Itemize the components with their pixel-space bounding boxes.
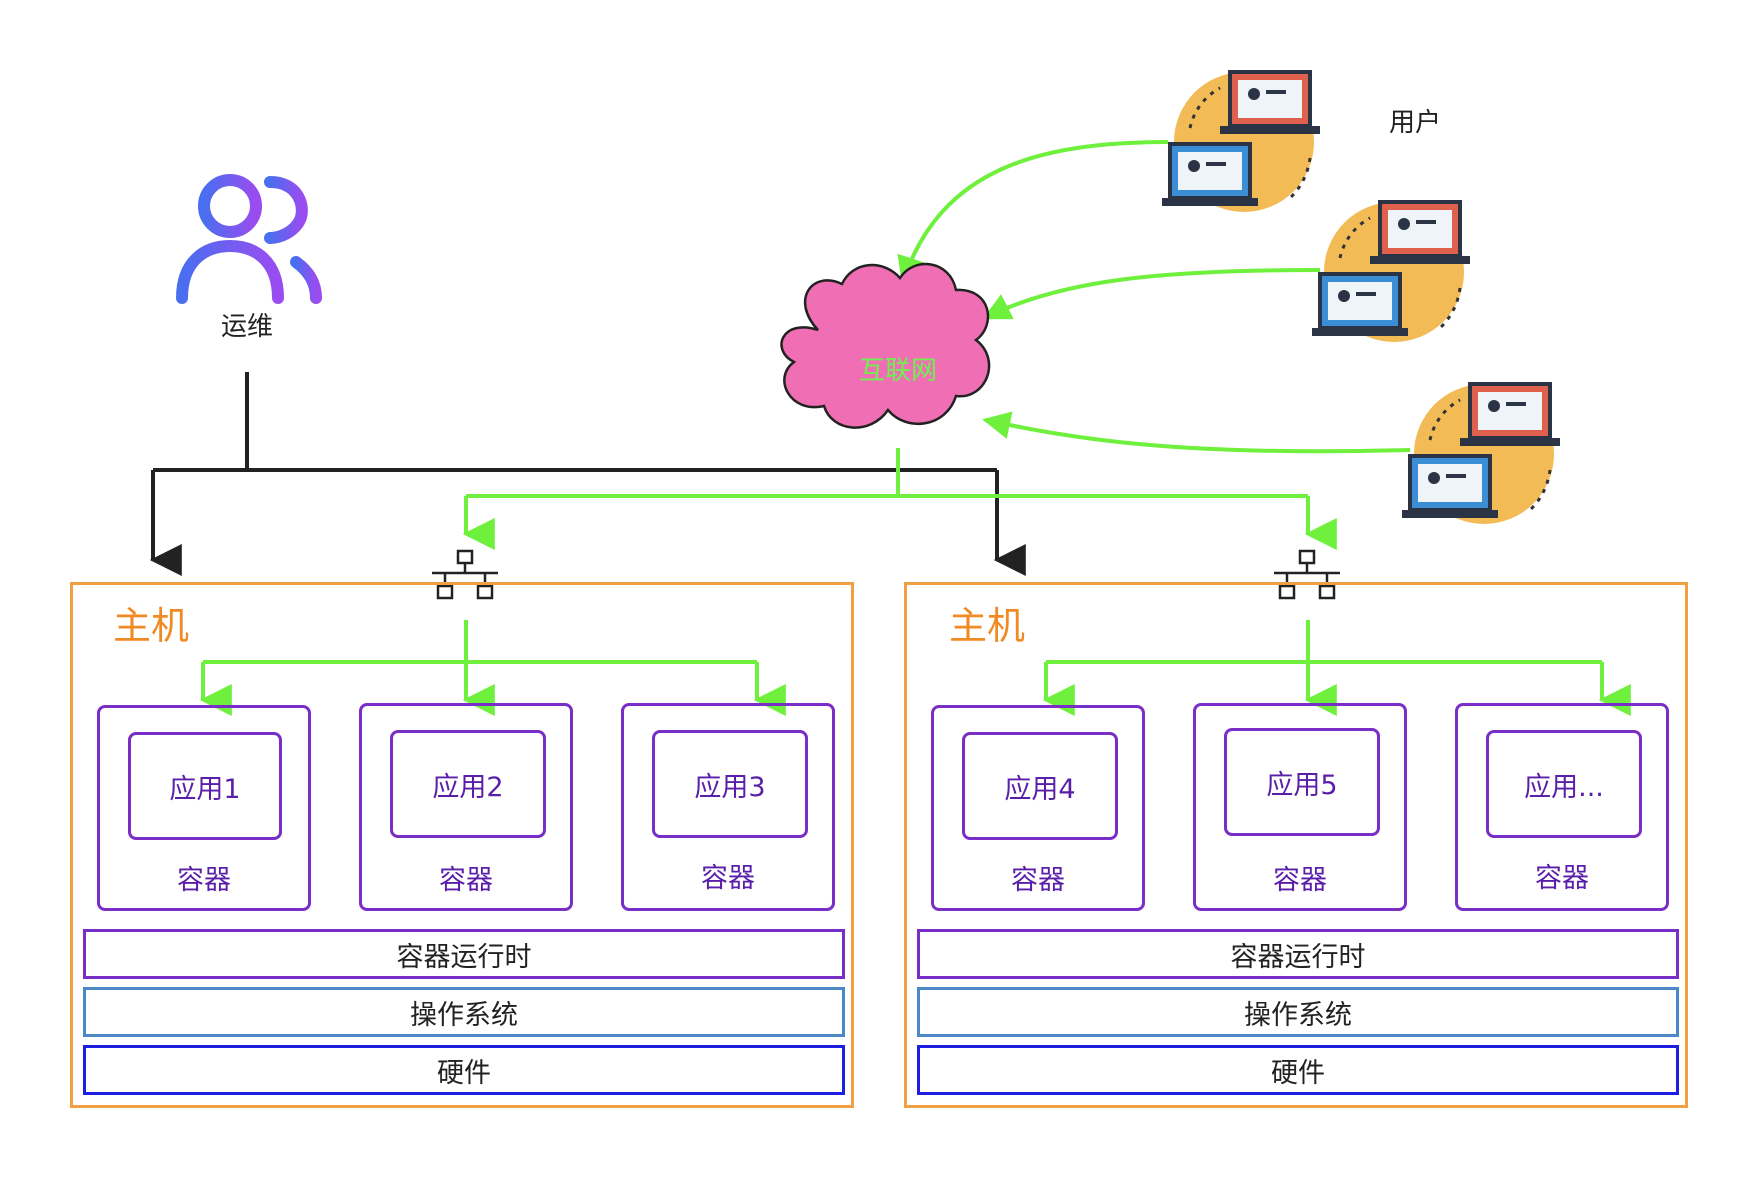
container-label: 容器	[701, 863, 755, 894]
host-title: 主机	[113, 604, 190, 648]
container-runtime-layer: 容器运行时	[917, 929, 1679, 979]
container-label: 容器	[1535, 863, 1589, 894]
app-box[interactable]: 应用2	[390, 730, 546, 838]
container-5[interactable]: 应用5 容器	[1193, 703, 1407, 911]
person-group-icon	[176, 174, 322, 304]
hardware-layer: 硬件	[83, 1045, 845, 1095]
network-connections	[199, 140, 1631, 716]
os-layer: 操作系统	[83, 987, 845, 1037]
host-1: 主机 应用1 容器 应用2 容器 应用3 容器 容器运行时 操作系统 硬件	[70, 582, 854, 1108]
container-6[interactable]: 应用... 容器	[1455, 703, 1669, 911]
ops-connections	[149, 372, 1026, 576]
app-box[interactable]: 应用1	[128, 732, 282, 840]
hardware-layer: 硬件	[917, 1045, 1679, 1095]
user-icon-2	[1312, 200, 1470, 342]
app-box[interactable]: 应用4	[962, 732, 1118, 840]
container-runtime-layer: 容器运行时	[83, 929, 845, 979]
container-label: 容器	[1273, 865, 1327, 896]
container-label: 容器	[1011, 865, 1065, 896]
internet-label: 互联网	[858, 356, 937, 386]
host-2: 主机 应用4 容器 应用5 容器 应用... 容器 容器运行时 操作系统 硬件	[904, 582, 1688, 1108]
container-2[interactable]: 应用2 容器	[359, 703, 573, 911]
users-label: 用户	[1388, 108, 1441, 138]
app-box[interactable]: 应用5	[1224, 728, 1380, 836]
container-3[interactable]: 应用3 容器	[621, 703, 835, 911]
container-1[interactable]: 应用1 容器	[97, 705, 311, 911]
app-box[interactable]: 应用3	[652, 730, 808, 838]
container-label: 容器	[177, 865, 231, 896]
user-icon-3	[1402, 382, 1560, 524]
network-switch-icon	[432, 549, 498, 600]
container-label: 容器	[439, 865, 493, 896]
host-title: 主机	[949, 604, 1026, 648]
os-layer: 操作系统	[917, 987, 1679, 1037]
ops-label: 运维	[220, 312, 273, 342]
user-icon-1	[1162, 70, 1320, 212]
container-4[interactable]: 应用4 容器	[931, 705, 1145, 911]
internet-cloud-shape	[780, 262, 991, 429]
app-box[interactable]: 应用...	[1486, 730, 1642, 838]
